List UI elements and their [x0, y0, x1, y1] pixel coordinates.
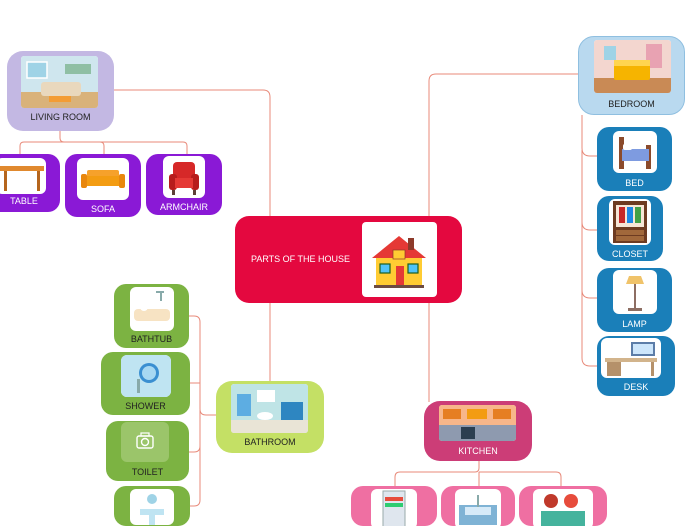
topic-kitchen[interactable]: KITCHEN: [424, 401, 532, 461]
topic-living-room[interactable]: LIVING ROOM: [7, 51, 114, 131]
bed-image: [613, 131, 657, 173]
fridge-image: [371, 489, 417, 526]
topic-kitchen-item-1[interactable]: [351, 486, 437, 526]
bathtub-image: [130, 287, 174, 331]
bathroom-image: [231, 384, 308, 433]
table-image: [0, 158, 46, 194]
bedroom-image: [594, 40, 671, 93]
topic-lamp[interactable]: LAMP: [597, 268, 672, 332]
armchair-label: ARMCHAIR: [159, 202, 208, 212]
bed-label: BED: [625, 178, 644, 188]
shower-image: [121, 355, 171, 397]
topic-bed[interactable]: BED: [597, 127, 672, 191]
sofa-image: [77, 158, 129, 200]
bathtub-label: BATHTUB: [130, 334, 173, 344]
topic-table[interactable]: TABLE: [0, 154, 60, 212]
topic-kitchen-item-3[interactable]: [519, 486, 607, 526]
living-room-image: [21, 56, 98, 108]
toilet-label: TOILET: [131, 467, 164, 477]
bedroom-label: BEDROOM: [608, 99, 655, 109]
central-topic-label: PARTS OF THE HOUSE: [251, 254, 351, 264]
lamp-image: [613, 270, 657, 314]
topic-armchair[interactable]: ARMCHAIR: [146, 154, 222, 215]
desk-image: [601, 338, 661, 378]
house-image: [362, 222, 437, 297]
stove-image: [533, 489, 593, 526]
topic-bathtub[interactable]: BATHTUB: [114, 284, 189, 348]
topic-toilet[interactable]: TOILET: [106, 421, 189, 481]
topic-kitchen-item-2[interactable]: [441, 486, 515, 526]
kitchen-label: KITCHEN: [458, 446, 498, 456]
topic-bedroom[interactable]: BEDROOM: [578, 36, 685, 115]
lamp-label: LAMP: [622, 319, 647, 329]
armchair-image: [163, 156, 205, 198]
closet-label: CLOSET: [611, 249, 648, 259]
topic-bathroom[interactable]: BATHROOM: [216, 381, 324, 453]
topic-closet[interactable]: CLOSET: [597, 196, 663, 261]
topic-sink[interactable]: [114, 486, 190, 526]
toilet-image-placeholder: [121, 422, 169, 462]
shower-label: SHOWER: [125, 401, 166, 411]
living-room-label: LIVING ROOM: [30, 112, 91, 122]
central-topic[interactable]: PARTS OF THE HOUSE: [235, 216, 462, 303]
closet-image: [609, 199, 651, 245]
bathroom-label: BATHROOM: [244, 437, 296, 447]
kitchen-image: [439, 405, 516, 441]
sofa-label: SOFA: [90, 204, 115, 214]
topic-shower[interactable]: SHOWER: [101, 352, 190, 415]
topic-desk[interactable]: DESK: [597, 336, 675, 396]
sink-counter-image: [455, 489, 501, 526]
table-label: TABLE: [10, 196, 38, 206]
topic-sofa[interactable]: SOFA: [65, 154, 141, 217]
desk-label: DESK: [623, 382, 649, 392]
